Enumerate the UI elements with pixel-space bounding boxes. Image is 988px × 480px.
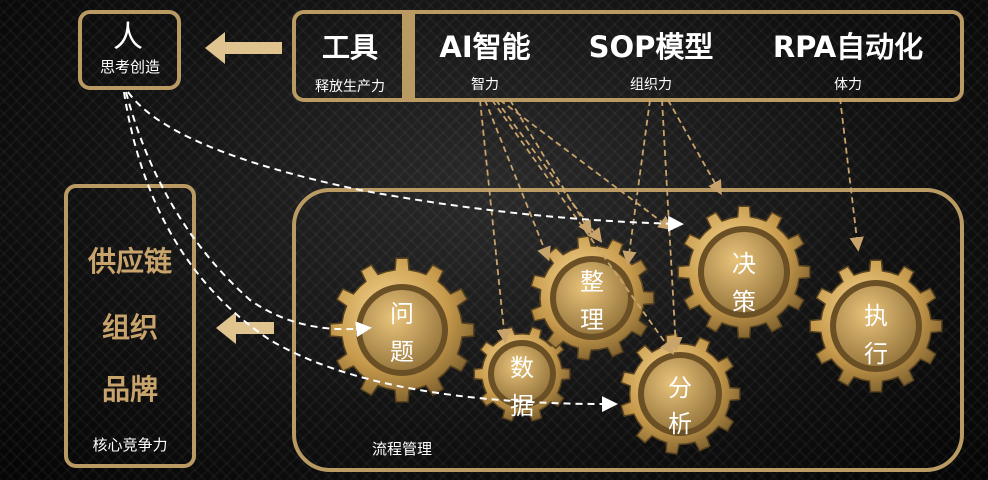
gear-fenxi-char-1: 分 bbox=[668, 374, 692, 402]
tool-ai-subtitle: 智力 bbox=[471, 77, 499, 93]
arrow-ai-to-zhengli bbox=[484, 99, 551, 262]
tools-divider bbox=[402, 10, 415, 102]
tool-ai-title: AI智能 bbox=[439, 30, 531, 64]
tool-sop-title: SOP模型 bbox=[588, 30, 714, 64]
gear-juece-char-2: 策 bbox=[732, 288, 756, 316]
arrow-person-to-fenxi bbox=[123, 91, 618, 413]
tool-rpa-subtitle: 体力 bbox=[834, 77, 862, 93]
gear-juece-char-1: 决 bbox=[732, 250, 756, 278]
tool-rpa-title: RPA自动化 bbox=[772, 30, 924, 64]
person-box bbox=[78, 10, 181, 90]
tool-sop-subtitle: 组织力 bbox=[630, 77, 672, 93]
competitiveness-item-supply-chain: 供应链 bbox=[87, 245, 172, 278]
arrow-tools-to-person bbox=[205, 32, 282, 64]
gear-zhengli-char-2: 理 bbox=[580, 306, 604, 334]
gear-zhixing-char-1: 执 bbox=[864, 302, 888, 330]
gear-wenti-hub bbox=[362, 290, 442, 370]
competitiveness-box bbox=[64, 184, 196, 468]
gear-shuju-hub bbox=[494, 346, 550, 402]
tools-main-subtitle: 释放生产力 bbox=[315, 79, 385, 95]
gear-zhengli bbox=[530, 235, 655, 361]
gear-juece bbox=[677, 205, 811, 339]
gear-zhixing bbox=[809, 259, 943, 393]
competitiveness-item-organization: 组织 bbox=[101, 311, 158, 344]
arrow-sop-to-juece bbox=[667, 99, 722, 196]
arrow-process-to-competitiveness bbox=[216, 312, 274, 344]
tools-box bbox=[292, 10, 964, 102]
gear-shuju-char-2: 据 bbox=[510, 392, 534, 420]
gear-shuju-char-1: 数 bbox=[510, 354, 534, 382]
arrow-ai-to-juece bbox=[499, 99, 673, 231]
arrow-person-to-wenti bbox=[125, 91, 372, 338]
gear-zhengli-char-1: 整 bbox=[580, 268, 604, 296]
arrow-ai-to-zhengli-2 bbox=[495, 99, 603, 243]
person-dashed-arrows bbox=[123, 91, 684, 413]
gear-wenti bbox=[329, 257, 475, 403]
gear-juece-hub bbox=[704, 232, 784, 312]
gear-shuju bbox=[473, 326, 571, 422]
gear-wenti-char-2: 题 bbox=[390, 338, 414, 366]
process-box bbox=[292, 188, 964, 472]
competitiveness-item-brand: 品牌 bbox=[101, 373, 158, 406]
gear-fenxi-char-2: 析 bbox=[668, 410, 692, 438]
arrow-ai-to-shuju bbox=[479, 99, 512, 344]
gear-zhixing-hub bbox=[836, 286, 916, 366]
person-subtitle: 思考创造 bbox=[99, 58, 160, 76]
gear-fenxi bbox=[620, 333, 741, 455]
process-caption: 流程管理 bbox=[372, 440, 433, 458]
gear-wenti-char-1: 问 bbox=[390, 300, 414, 328]
competitiveness-caption: 核心竞争力 bbox=[92, 436, 168, 454]
gear-zhixing-char-2: 行 bbox=[864, 340, 888, 368]
person-title: 人 bbox=[113, 20, 143, 55]
tools-main-title: 工具 bbox=[321, 31, 378, 64]
gear-fenxi-hub bbox=[644, 358, 716, 430]
gear-zhengli-hub bbox=[556, 262, 628, 334]
arrow-person-to-juece bbox=[127, 91, 684, 232]
arrow-rpa-to-zhixing bbox=[839, 97, 864, 252]
arrow-ai-to-mid bbox=[509, 99, 592, 236]
arrow-sop-to-zhengli bbox=[622, 99, 651, 266]
